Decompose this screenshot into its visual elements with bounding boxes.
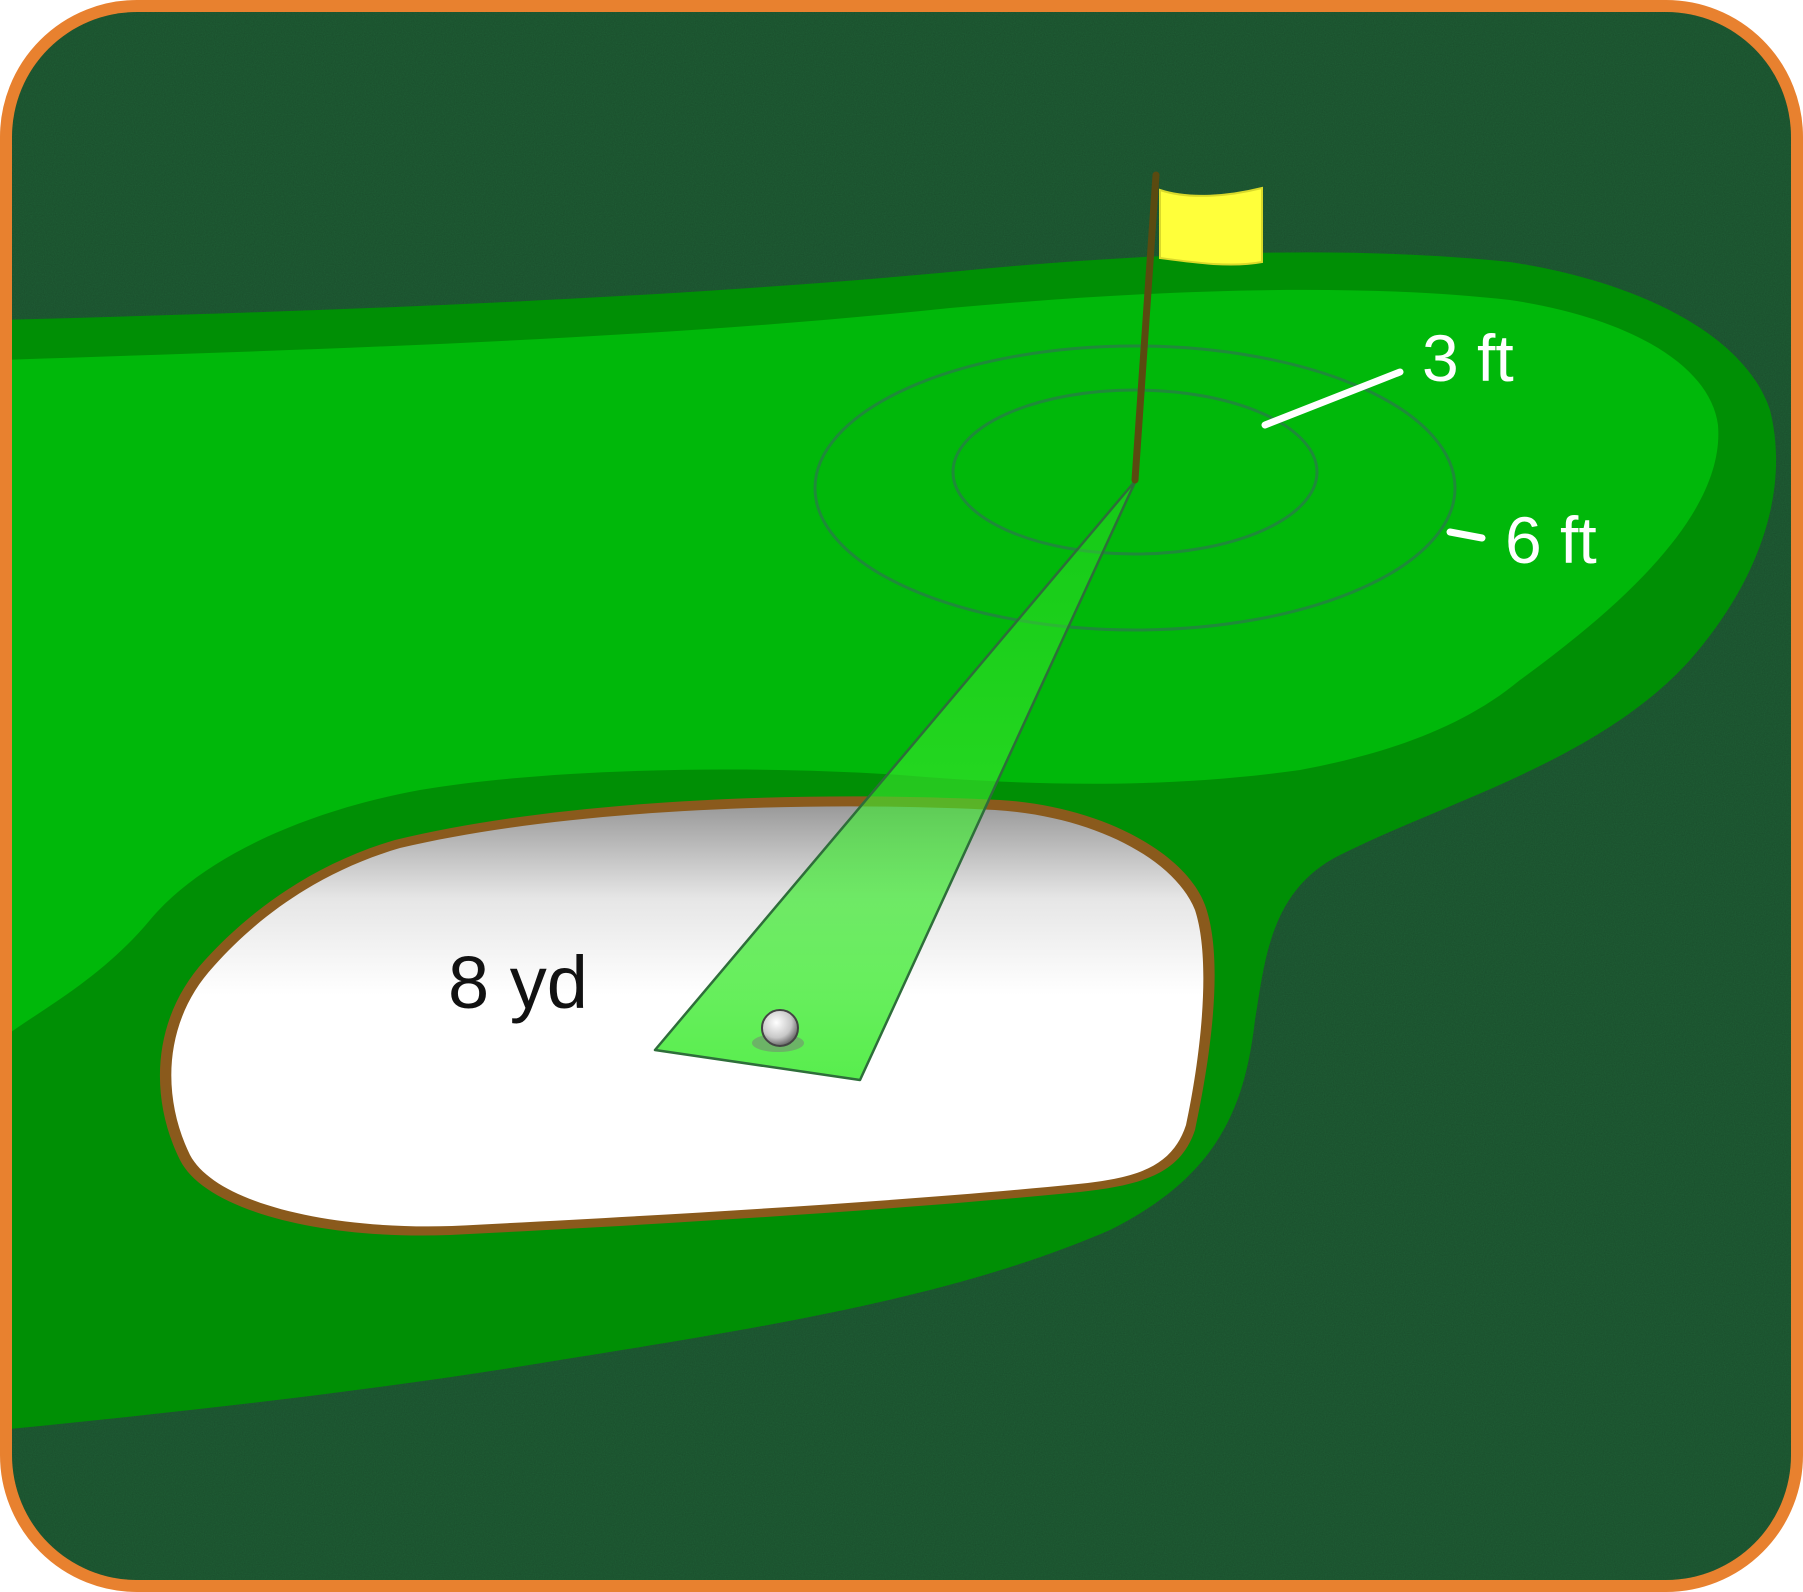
ring-3ft [951, 388, 1319, 556]
distance-label: 8 yd [448, 941, 588, 1024]
shot-path [653, 478, 1138, 1082]
ring-6ft-label: 6 ft [1505, 503, 1597, 577]
golf-ball-icon [761, 1009, 799, 1047]
ring-6ft-leader [1446, 528, 1486, 542]
flag-icon [1131, 171, 1263, 484]
ring-6ft [813, 344, 1457, 632]
putting-green [12, 289, 1719, 1040]
ring-3ft-leader [1261, 368, 1404, 429]
ring-3ft-label: 3 ft [1422, 321, 1514, 395]
